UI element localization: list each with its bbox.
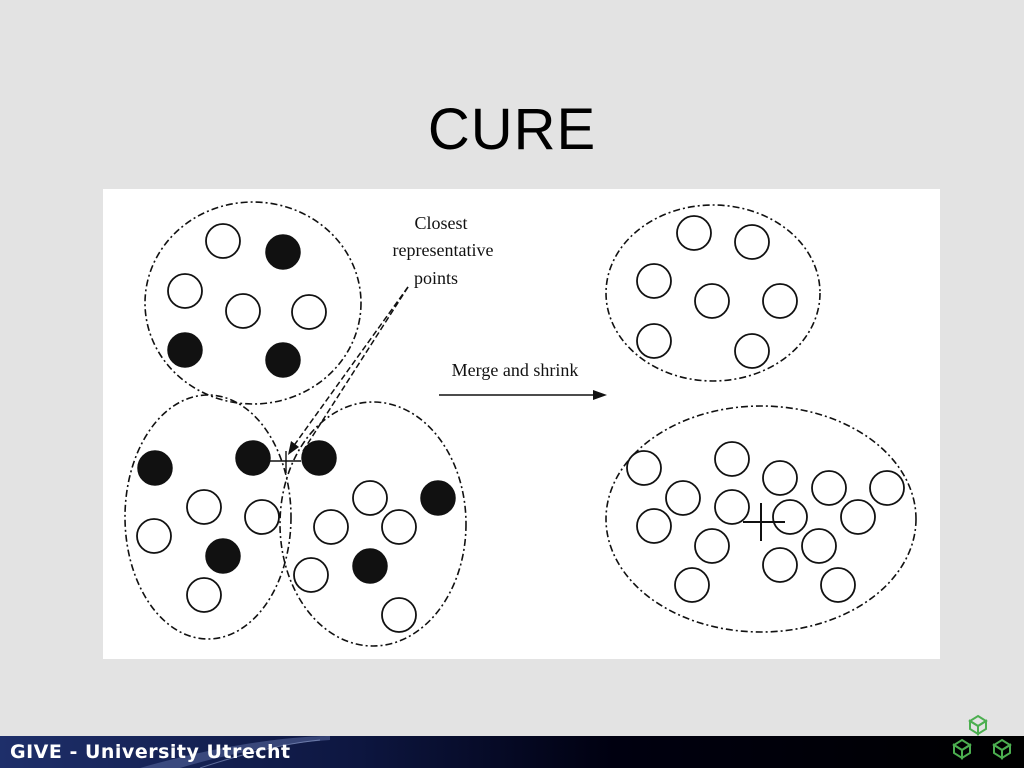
annotation-label-line-3: points [414,268,458,288]
annotation-label-line-2: representative [393,240,494,260]
annotation-pointer [289,286,409,452]
open-points [136,215,905,633]
merged-centroid-marker [743,503,785,541]
slide-title: CURE [427,97,597,162]
green-cubes-logo-icon [952,714,1012,760]
annotation-pointer-head [288,441,299,455]
cure-diagram: Closest representative points Merge and … [124,201,917,647]
cluster-bottom-left-b [279,401,467,647]
footer-swoosh [140,736,330,768]
cure-diagram-panel: Closest representative points Merge and … [103,189,940,659]
cluster-bottom-left-a [124,394,292,640]
cluster-top-right [605,204,821,382]
merge-arrow-head [593,390,607,400]
arrow-label: Merge and shrink [452,360,579,380]
footer-text: GIVE - University Utrecht [10,741,291,763]
cluster-top-left [144,201,362,405]
closest-pair-marker [270,451,301,473]
footer-bar: GIVE - University Utrecht [0,736,1024,768]
cluster-bottom-right-merged [605,405,917,633]
representative-points [137,234,456,584]
annotation-label-line-1: Closest [414,213,467,233]
